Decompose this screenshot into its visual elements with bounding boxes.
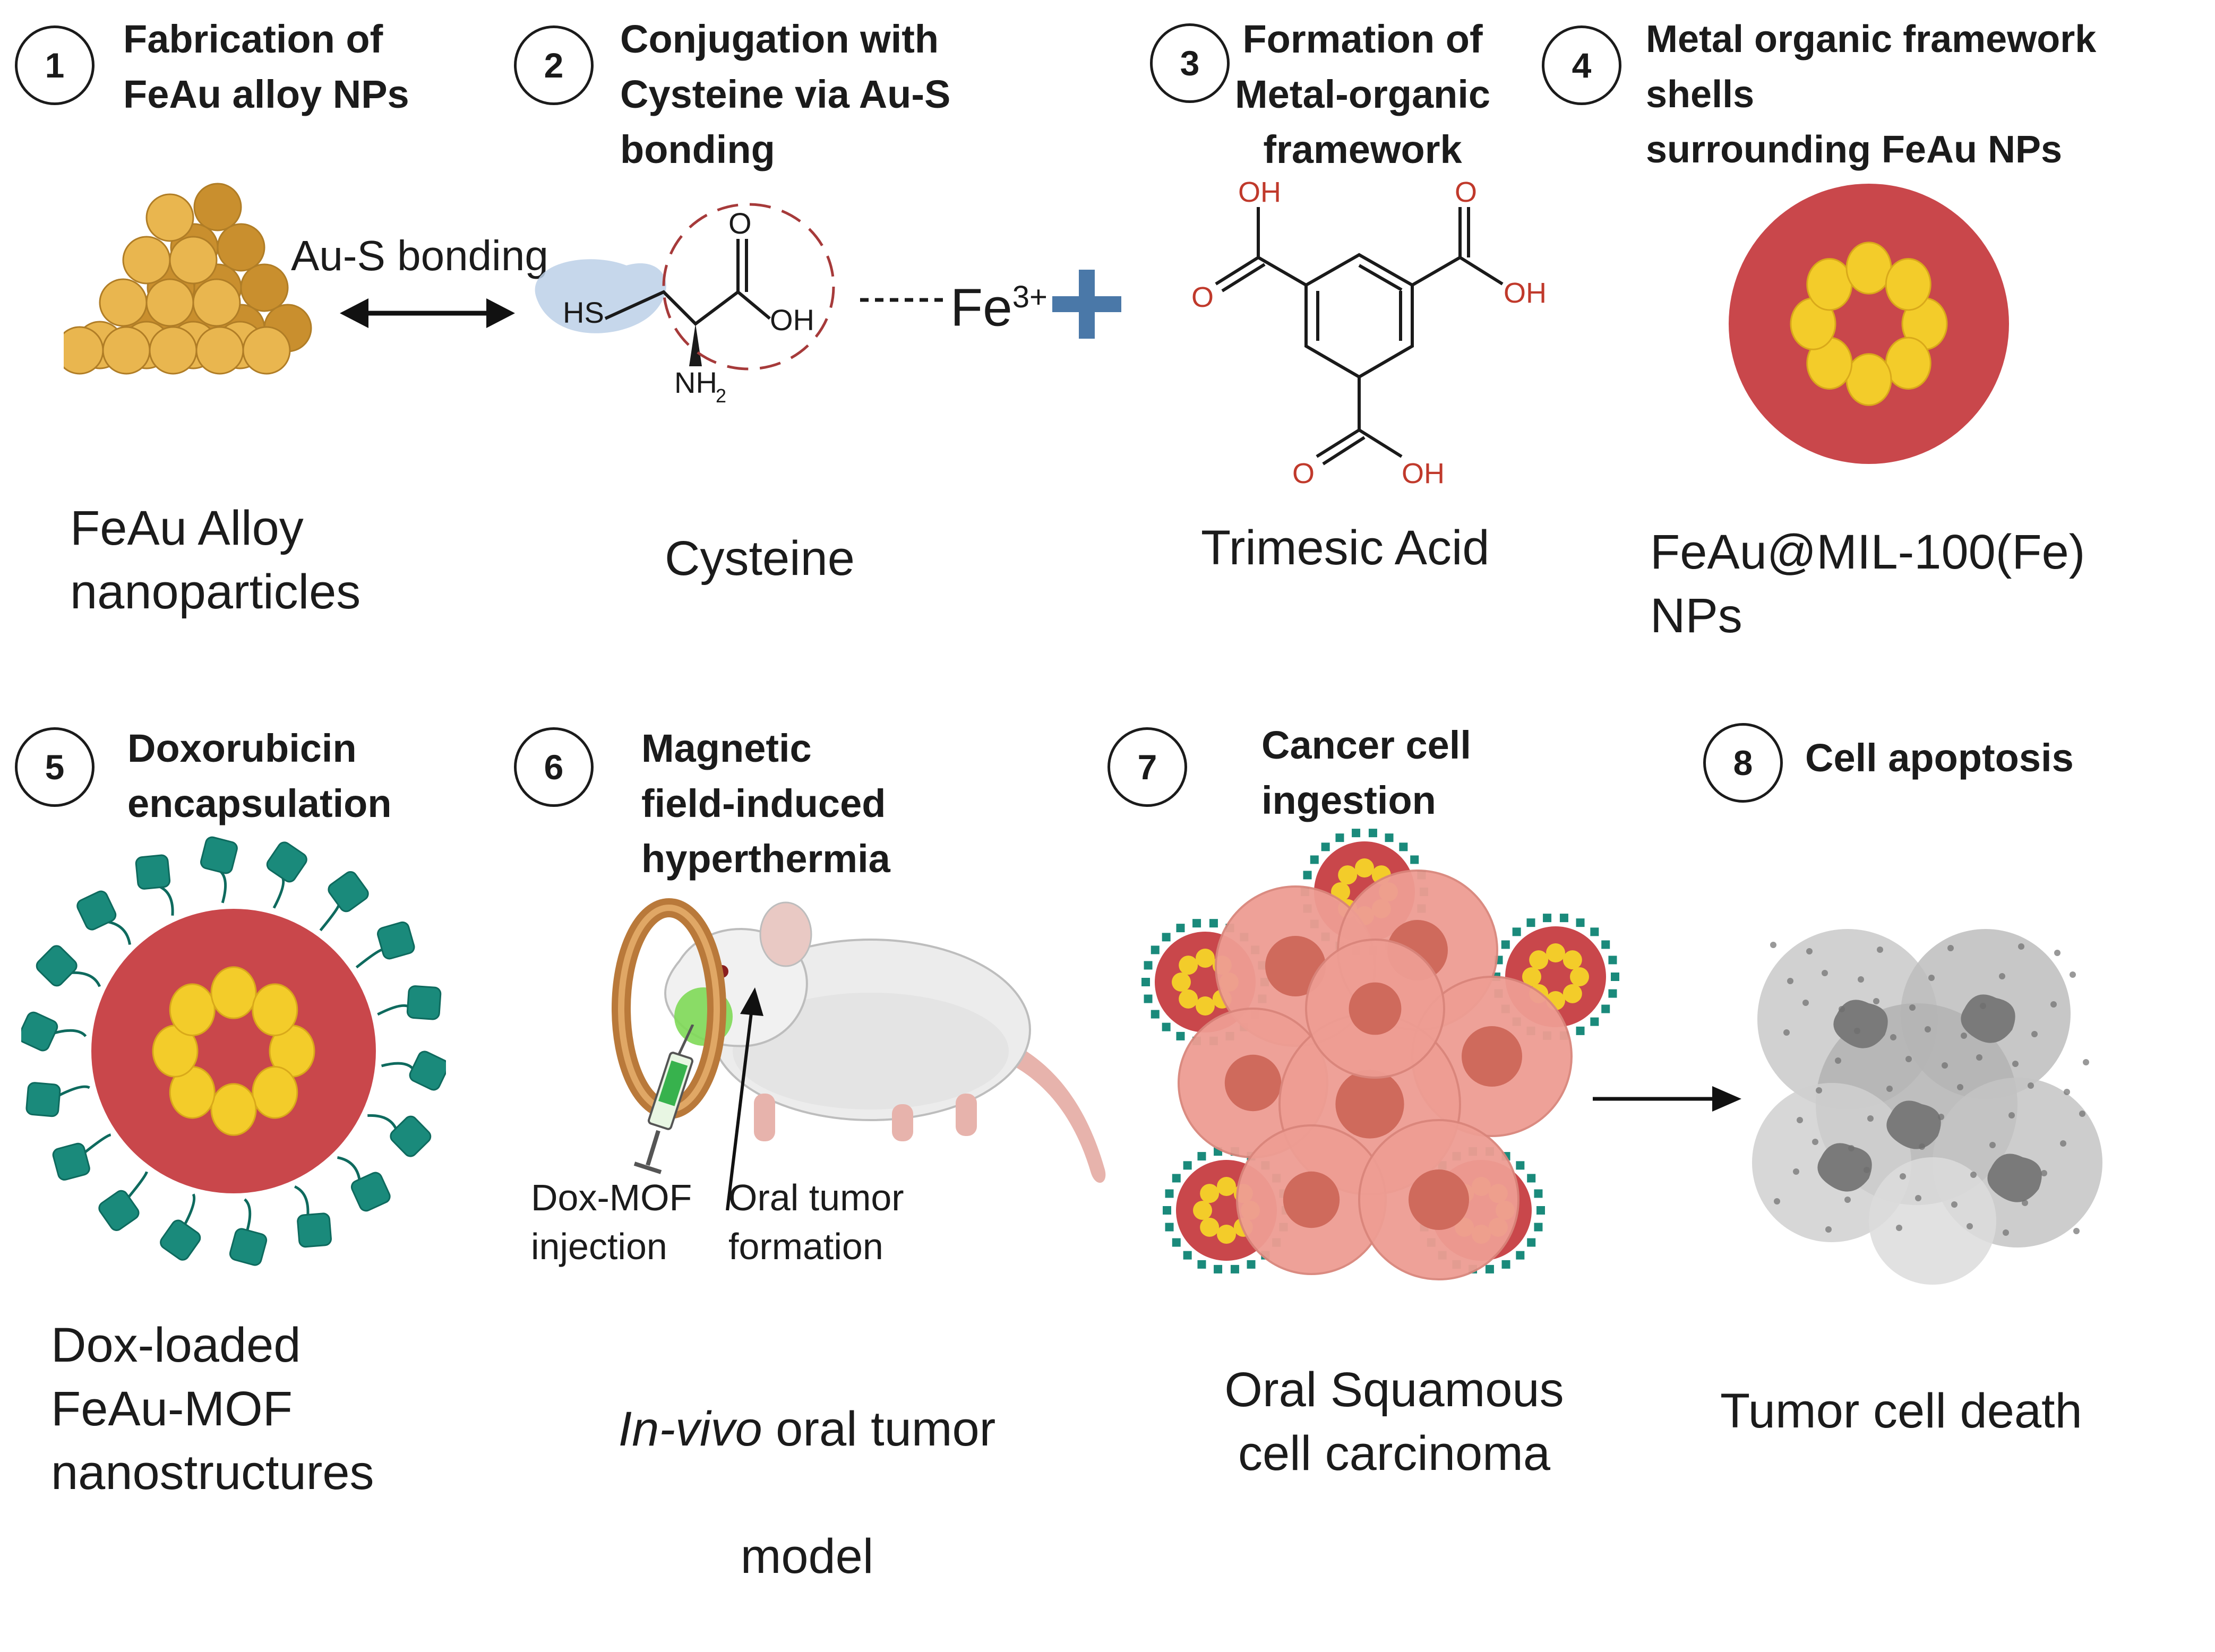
cysteine-nh-label: NH — [674, 366, 717, 399]
tma-o-left-label: O — [1191, 281, 1214, 313]
dead-cell-icon — [1752, 929, 2102, 1285]
cysteine-nh-subscript: 2 — [716, 385, 726, 407]
step-8-title: Cell apoptosis — [1805, 736, 2074, 780]
step-8-number-circle-icon: 8 — [1703, 723, 1783, 803]
step-5-number-circle-icon: 5 — [15, 727, 95, 807]
fe3-symbol: Fe — [950, 278, 1012, 338]
diagram-canvas: 1 2 3 4 5 6 7 8 Fabrication of FeAu allo… — [15, 17, 2102, 1584]
step-1-title: Fabrication of FeAu alloy NPs — [123, 17, 409, 116]
double-arrow-icon — [340, 298, 515, 328]
tma-oh-bottom-label: OH — [1402, 458, 1445, 489]
step-8-caption: Tumor cell death — [1720, 1384, 2082, 1438]
cancer-cell-cluster-icon — [1141, 829, 1619, 1280]
step-6-caption-rest: oral tumor — [762, 1402, 996, 1456]
step-7-number: 7 — [1137, 747, 1157, 787]
step-6-caption-line1: In-vivo oral tumor — [600, 1397, 1014, 1461]
step-6-number-circle-icon: 6 — [514, 727, 594, 807]
step-2-title: Conjugation with Cysteine via Au-S bondi… — [620, 17, 951, 171]
step-1-caption: FeAu Alloy nanoparticles — [70, 501, 361, 619]
syringe-icon — [633, 1025, 694, 1174]
step-2-number-circle-icon: 2 — [514, 25, 594, 105]
right-arrow-icon — [1593, 1086, 1741, 1112]
step-4-caption: FeAu@MIL-100(Fe) NPs — [1650, 525, 2085, 643]
cysteine-o-label: O — [728, 206, 752, 240]
step-6-caption: In-vivo oral tumor model — [600, 1333, 1014, 1652]
step-3-title: Formation of Metal-organic framework — [1235, 17, 1491, 171]
tma-o-bottom-label: O — [1292, 458, 1315, 489]
feau-mof-particle-icon — [1729, 184, 2009, 464]
dox-loaded-particle-icon — [21, 836, 446, 1266]
step-4-title: Metal organic framework shells surroundi… — [1646, 18, 2097, 171]
step-1-number: 1 — [45, 46, 65, 85]
step-4-number-circle-icon: 4 — [1542, 25, 1621, 105]
cysteine-structure-icon: HS O OH NH 2 — [535, 203, 945, 407]
step-7-title: Cancer cell ingestion — [1261, 723, 1471, 822]
step-3-number: 3 — [1180, 44, 1200, 83]
plus-icon — [1052, 270, 1121, 339]
fe3-label: Fe3+ — [950, 265, 1048, 339]
step-6-caption-line2: model — [740, 1529, 874, 1584]
tma-oh-right-label: OH — [1504, 277, 1547, 309]
step-2-caption: Cysteine — [665, 531, 855, 586]
step-1-number-circle-icon: 1 — [15, 25, 95, 105]
step-2-number: 2 — [544, 46, 564, 85]
trimesic-acid-structure-icon: OH O O OH O OH — [1191, 176, 1547, 489]
step-3-number-circle-icon: 3 — [1150, 23, 1230, 103]
step-5-number: 5 — [45, 747, 65, 787]
mouse-icon — [664, 901, 1106, 1183]
step-8-number: 8 — [1733, 743, 1753, 782]
step-5-title: Doxorubicin encapsulation — [127, 726, 392, 825]
fe3-superscript: 3+ — [1012, 280, 1048, 314]
step-7-number-circle-icon: 7 — [1108, 727, 1187, 807]
step-3-caption: Trimesic Acid — [1201, 521, 1490, 575]
tma-oh-left-label: OH — [1238, 176, 1281, 208]
oral-tumor-formation-label: Oral tumor formation — [728, 1177, 904, 1267]
step-4-number: 4 — [1572, 46, 1592, 85]
cysteine-hs-label: HS — [563, 296, 604, 329]
step-7-caption: Oral Squamous cell carcinoma — [1224, 1363, 1564, 1481]
gold-pyramid-icon — [64, 183, 312, 375]
step-6-caption-italic: In-vivo — [618, 1402, 762, 1456]
cysteine-oh-label: OH — [770, 303, 814, 337]
step-5-caption: Dox-loaded FeAu-MOF nanostructures — [51, 1318, 374, 1500]
tumor-pointer-arrow-icon — [726, 987, 763, 1210]
au-s-bonding-label: Au-S bonding — [291, 232, 548, 279]
dox-mof-injection-label: Dox-MOF injection — [531, 1177, 692, 1267]
step-6-number: 6 — [544, 747, 564, 787]
tma-o-right-label: O — [1455, 176, 1477, 208]
step-6-title: Magnetic field-induced hyperthermia — [641, 726, 890, 881]
